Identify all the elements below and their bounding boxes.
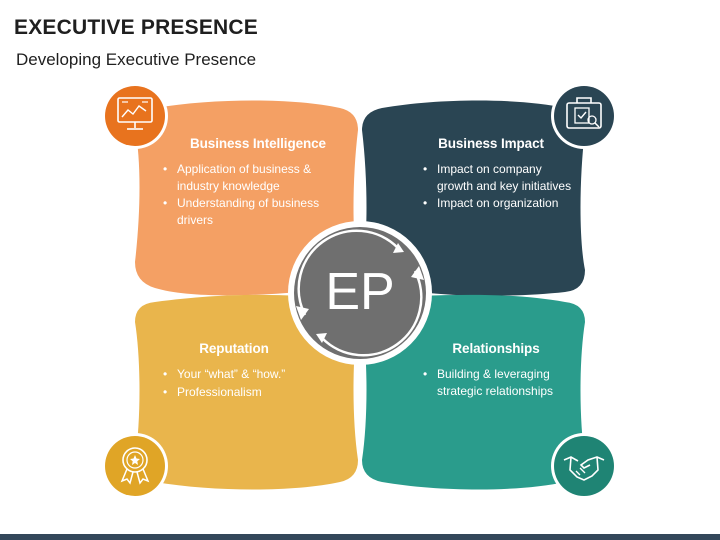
bullet-item: Understanding of business drivers (163, 195, 353, 228)
briefcase-checklist-icon (551, 83, 617, 149)
arrowhead-bottom-icon (316, 333, 327, 343)
center-label: EP (325, 263, 395, 321)
bullet-item: Impact on company growth and key initiat… (423, 161, 573, 194)
cycle-arrow-bottom (321, 270, 423, 357)
card-title: Relationships (452, 341, 540, 356)
bullet-item: Professionalism (163, 384, 313, 401)
footer-bar (0, 534, 720, 540)
page-subtitle: Developing Executive Presence (16, 50, 257, 69)
card-title: Reputation (199, 341, 269, 356)
arrowhead-left-icon (296, 306, 309, 320)
arrowhead-top-icon (393, 243, 404, 253)
card-business-impact: Business Impact Impact on company growth… (423, 136, 573, 213)
cycle-arrow-top (297, 229, 399, 316)
center-circle (294, 227, 426, 359)
page-title: EXECUTIVE PRESENCE (14, 16, 258, 39)
bullet-item: Application of business & industry knowl… (163, 161, 353, 194)
bullet-item: Your “what” & “how.” (163, 366, 313, 383)
arrowhead-right-icon (411, 266, 424, 280)
bullet-item: Impact on organization (423, 195, 573, 212)
card-reputation: Reputation Your “what” & “how.” Professi… (163, 341, 313, 401)
card-relationships: Relationships Building & leveraging stra… (423, 341, 573, 400)
bullet-list: Application of business & industry knowl… (163, 161, 353, 228)
bullet-list: Your “what” & “how.” Professionalism (163, 366, 313, 400)
bullet-item: Building & leveraging strategic relation… (423, 366, 573, 399)
bullet-list: Building & leveraging strategic relation… (423, 366, 573, 399)
handshake-icon (551, 433, 617, 499)
card-title: Business Intelligence (190, 136, 326, 151)
card-title: Business Impact (438, 136, 544, 151)
card-business-intelligence: Business Intelligence Application of bus… (163, 136, 353, 229)
analytics-monitor-icon (102, 83, 168, 149)
bullet-list: Impact on company growth and key initiat… (423, 161, 573, 212)
award-ribbon-icon (102, 433, 168, 499)
